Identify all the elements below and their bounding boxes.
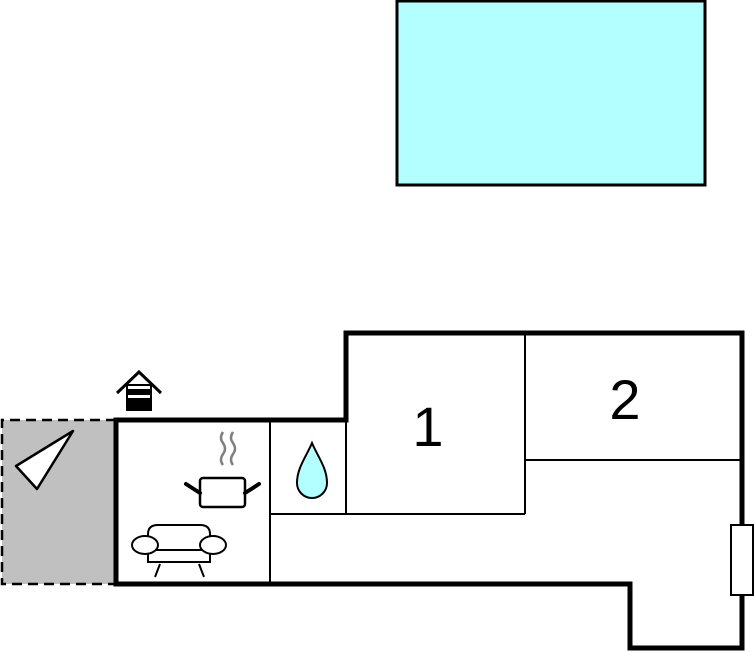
pool <box>395 0 707 187</box>
door-icon <box>730 524 754 596</box>
room-2-label: 2 <box>609 368 640 431</box>
compass-icon <box>14 429 75 491</box>
interior-walls <box>269 333 742 584</box>
house-entrance-icon <box>115 369 163 411</box>
room-1-label: 1 <box>412 395 443 458</box>
water-drop-icon <box>295 440 329 499</box>
sofa-icon <box>131 524 227 578</box>
kitchen-pot-icon <box>184 431 261 509</box>
outer-walls <box>113 330 745 651</box>
